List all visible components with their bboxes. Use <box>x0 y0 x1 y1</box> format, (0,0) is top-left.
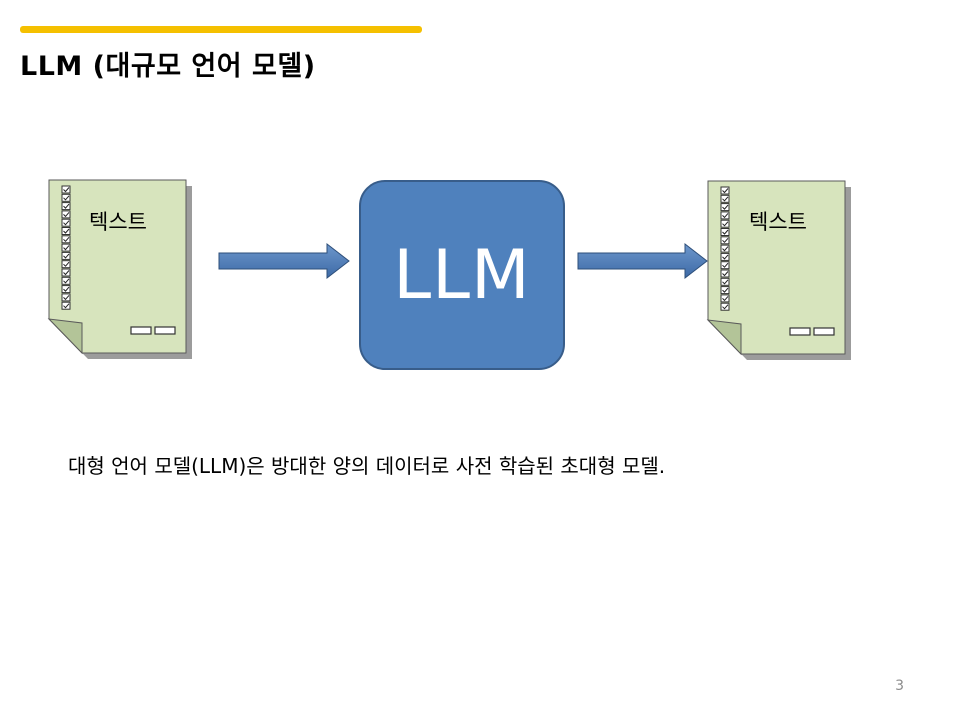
checkbox-icon <box>61 202 71 211</box>
checkmark-icon <box>63 270 70 276</box>
checkbox-icon <box>61 218 71 227</box>
checkbox-icon <box>720 186 730 195</box>
checkmark-icon <box>722 254 729 260</box>
checkbox-icon <box>61 301 71 310</box>
checkmark-icon <box>722 262 729 268</box>
llm-model-box: LLM <box>359 180 565 370</box>
checkbox-icon <box>61 227 71 235</box>
checkbox-icon <box>720 252 730 261</box>
checkbox-icon <box>720 228 730 236</box>
checkbox-icon <box>720 203 730 212</box>
checkbox-icon <box>61 260 71 269</box>
checkbox-list-icon <box>720 186 730 311</box>
checkmark-icon <box>722 304 729 310</box>
slide-caption: 대형 언어 모델(LLM)은 방대한 양의 데이터로 사전 학습된 초대형 모델… <box>68 454 666 478</box>
checkbox-icon <box>61 285 71 294</box>
checkbox-icon <box>720 236 730 245</box>
checkbox-icon <box>61 185 71 194</box>
output-document-icon <box>706 180 851 360</box>
checkbox-icon <box>720 302 730 311</box>
checkbox-icon <box>61 276 71 285</box>
checkbox-icon <box>61 193 71 202</box>
checkmark-icon <box>722 246 729 252</box>
checkmark-icon <box>63 228 70 234</box>
checkmark-icon <box>63 303 70 309</box>
checkbox-icon <box>720 244 730 253</box>
checkmark-icon <box>63 236 70 243</box>
arrow-right-icon <box>218 242 350 280</box>
checkmark-icon <box>63 261 70 267</box>
checkbox-icon <box>720 277 730 286</box>
checkbox-icon <box>61 268 71 277</box>
checkmark-icon <box>63 253 70 259</box>
checkbox-icon <box>61 210 71 219</box>
checkmark-icon <box>722 229 729 235</box>
page-number: 3 <box>895 678 904 694</box>
slide-title: LLM (대규모 언어 모델) <box>20 51 316 82</box>
input-document-icon <box>47 179 192 359</box>
checkbox-icon <box>720 261 730 270</box>
checkmark-icon <box>722 271 729 277</box>
checkbox-icon <box>61 251 71 260</box>
llm-box-label: LLM <box>393 235 531 315</box>
output-text-label: 텍스트 <box>749 210 807 234</box>
checkbox-list-icon <box>61 185 71 310</box>
checkmark-icon <box>63 278 70 284</box>
checkbox-icon <box>720 211 730 220</box>
checkmark-icon <box>722 188 729 194</box>
checkmark-icon <box>63 212 70 218</box>
checkbox-icon <box>61 293 71 302</box>
checkbox-icon <box>720 219 730 228</box>
checkmark-icon <box>63 203 70 209</box>
checkmark-icon <box>722 296 729 302</box>
checkbox-icon <box>720 194 730 203</box>
checkmark-icon <box>722 287 729 293</box>
checkbox-icon <box>720 294 730 303</box>
title-accent-bar <box>20 26 422 33</box>
checkmark-icon <box>722 237 729 244</box>
checkmark-icon <box>722 221 729 227</box>
checkmark-icon <box>63 220 70 226</box>
checkmark-icon <box>722 279 729 285</box>
checkbox-icon <box>61 243 71 252</box>
checkbox-icon <box>720 269 730 278</box>
checkmark-icon <box>63 245 70 251</box>
checkmark-icon <box>63 195 70 201</box>
checkmark-icon <box>63 187 70 193</box>
arrow-right-icon <box>577 242 708 280</box>
checkbox-icon <box>61 235 71 244</box>
checkmark-icon <box>63 286 70 292</box>
checkmark-icon <box>722 213 729 219</box>
checkbox-icon <box>720 286 730 295</box>
input-text-label: 텍스트 <box>89 210 147 234</box>
checkmark-icon <box>722 196 729 202</box>
checkmark-icon <box>722 204 729 210</box>
checkmark-icon <box>63 295 70 301</box>
